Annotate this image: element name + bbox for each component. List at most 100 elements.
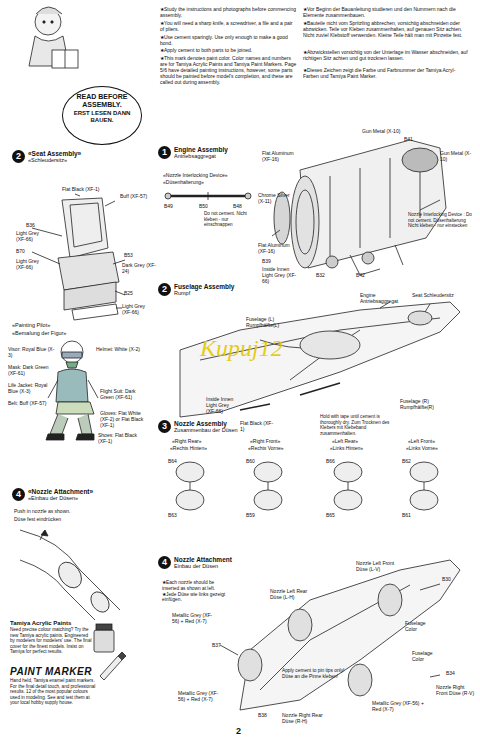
label: Life Jacket: Royal Blue (X-3) (8, 382, 56, 394)
label: Metallic Grey (XF-56) + Red (X-7) (178, 690, 222, 702)
label: Nozzle Right Front Düse (R-V) (436, 684, 476, 696)
box-heading: PAINT MARKER (10, 666, 98, 678)
step-titles: Engine AssemblyAntriebsaggregat (174, 146, 228, 160)
nozzle-drawings (176, 462, 438, 510)
part-number: B64 (168, 458, 177, 464)
part-number: B62 (402, 458, 411, 464)
part-number: B38 (258, 712, 267, 718)
label: «Right Rear» (172, 438, 201, 444)
label: Shoes: Flat Black (XF-1) (98, 432, 144, 444)
part-number: B34 (446, 670, 455, 676)
label: Flight Suit: Dark Green (XF-61) (100, 388, 144, 400)
step-number: 2 (158, 283, 171, 296)
label: 2 (236, 726, 241, 737)
label: Metallic Grey (XF-56) + Red (X-7) (372, 700, 426, 712)
label: «Links Vorne» (406, 445, 438, 451)
part-number: B39 (262, 258, 271, 264)
step-title: «Schleudersitz» (28, 157, 81, 163)
nozzle-attach-drawing (220, 560, 460, 710)
label: ★Vor Beginn der Bauanleitung studieren u… (303, 6, 471, 18)
box-body: ERST LESEN DANN BAUEN. (67, 110, 137, 123)
part-number: B60 (246, 458, 255, 464)
step-heading: 4«Nozzle Attachment»«Einbau der Düsen» (12, 488, 93, 502)
label: ★This mark denotes paint color. Color na… (160, 55, 298, 85)
part-number: B37 (212, 642, 221, 648)
part-number: B63 (168, 512, 177, 518)
step-number: 1 (158, 146, 171, 159)
step-title: Engine Assembly (174, 146, 228, 153)
part-number: B49 (164, 203, 173, 209)
step-titles: «Seat Assembly»«Schleudersitz» (28, 150, 81, 164)
step-number: 2 (12, 150, 25, 163)
part-number: B70 (16, 248, 25, 254)
label: Gun Metal (X-10) (362, 128, 400, 134)
step-title: «Einbau der Düsen» (28, 495, 93, 501)
step-title: «Seat Assembly» (28, 150, 81, 157)
label: «Right Front» (250, 438, 280, 444)
label: ★Study the instructions and photographs … (160, 6, 298, 18)
label: Seat Schleudersitz (412, 292, 462, 298)
step-titles: «Nozzle Attachment»«Einbau der Düsen» (28, 488, 93, 502)
step-heading: 3Nozzle AssemblyZusammenbau der Düsen (158, 420, 238, 434)
label: «Links Hinten» (330, 445, 363, 451)
label: Gloves: Flat White (XF-2) or Flat Black … (100, 410, 150, 428)
label: ★Apply cement to both parts to be joined… (160, 47, 298, 53)
label: «Left Front» (408, 438, 435, 444)
part-number: B59 (246, 512, 255, 518)
box-body: Need precise colour matching? Try the ne… (10, 627, 92, 655)
nozzle-push-sketch (20, 530, 120, 620)
step-titles: Nozzle AttachmentEinbau der Düsen (174, 556, 232, 570)
part-number: B36 (26, 222, 35, 228)
step-title: Zusammenbau der Düsen (174, 427, 238, 433)
step-heading: 4Nozzle AttachmentEinbau der Düsen (158, 556, 232, 570)
step-number: 4 (12, 488, 25, 501)
watermark: Kupuj12 (200, 334, 283, 363)
step-title: Nozzle Attachment (174, 556, 232, 563)
label: Inside Innen Light Grey (XF-66) (206, 396, 240, 414)
label: «Rechts Hinten» (170, 445, 207, 451)
label: Belt: Buff (XF-57) (8, 400, 52, 406)
box-heading: READ BEFORE ASSEMBLY. (67, 93, 137, 108)
label: Fuselage (R) Rumpfhälfte(R) (400, 398, 462, 410)
label: Push in nozzle as shown. (14, 508, 70, 514)
label: Nozzle Interlocking Device : Do not ceme… (408, 212, 474, 229)
label: «Rechts Vorne» (248, 445, 284, 451)
box-heading: Tamiya Acrylic Paints (10, 620, 92, 627)
label: Nozzle Right Rear Düse (R-H) (282, 712, 330, 724)
info-box: PAINT MARKERHand held, Tamiya enamel pai… (10, 666, 98, 706)
label: ★Use cement sparingly. Use only enough t… (160, 34, 298, 46)
label: Light Grey (XF-66) (16, 258, 50, 270)
label: Flat Black (XF-1) (240, 420, 276, 432)
label: Light Grey (XF-66) (122, 303, 156, 315)
step-title: Rumpf (174, 290, 234, 296)
box-body: Hand held, Tamiya enamel paint markers. … (10, 678, 98, 706)
read-first-badge: READ BEFORE ASSEMBLY. ERST LESEN DANN BAU… (62, 86, 142, 145)
label: Chrome Silver (X-11) (258, 192, 296, 204)
label: Gun Metal (X-10) (440, 150, 476, 162)
label: Flat Aluminum (XF-16) (262, 150, 302, 162)
part-number: B65 (326, 512, 335, 518)
info-box: Tamiya Acrylic PaintsNeed precise colour… (10, 620, 92, 655)
label: «Painting Pilot» (12, 322, 50, 329)
part-number: B42 (356, 272, 365, 278)
part-number: B53 (124, 252, 133, 258)
label: ★Each nozzle should be inserted as shown… (162, 580, 228, 603)
label: ★You will need a sharp knife, a screwdri… (160, 20, 298, 32)
step-titles: Fuselage AssemblyRumpf (174, 283, 234, 297)
step-heading: 2«Seat Assembly»«Schleudersitz» (12, 150, 81, 164)
label: Düse fest eindrücken (14, 516, 61, 522)
pilot-figure (46, 341, 98, 440)
step-number: 3 (158, 420, 171, 433)
step-title: Nozzle Assembly (174, 420, 238, 427)
label: Mask: Dark Green (XF-61) (8, 364, 56, 376)
label: «Nozzle Interlocking Device» (163, 172, 227, 178)
step-heading: 1Engine AssemblyAntriebsaggregat (158, 146, 228, 160)
step-heading: 2Fuselage AssemblyRumpf (158, 283, 234, 297)
seat-drawing (32, 194, 125, 320)
part-number: B66 (326, 458, 335, 464)
label: Fuselage Color (405, 620, 435, 632)
label: Apply cement to pin tips only! Düse an d… (282, 668, 346, 680)
label: Inside Innen Light Grey (XF-66) (262, 266, 298, 284)
part-number: B30 (442, 576, 451, 582)
label: Flat Black (XF-1) (62, 186, 100, 192)
